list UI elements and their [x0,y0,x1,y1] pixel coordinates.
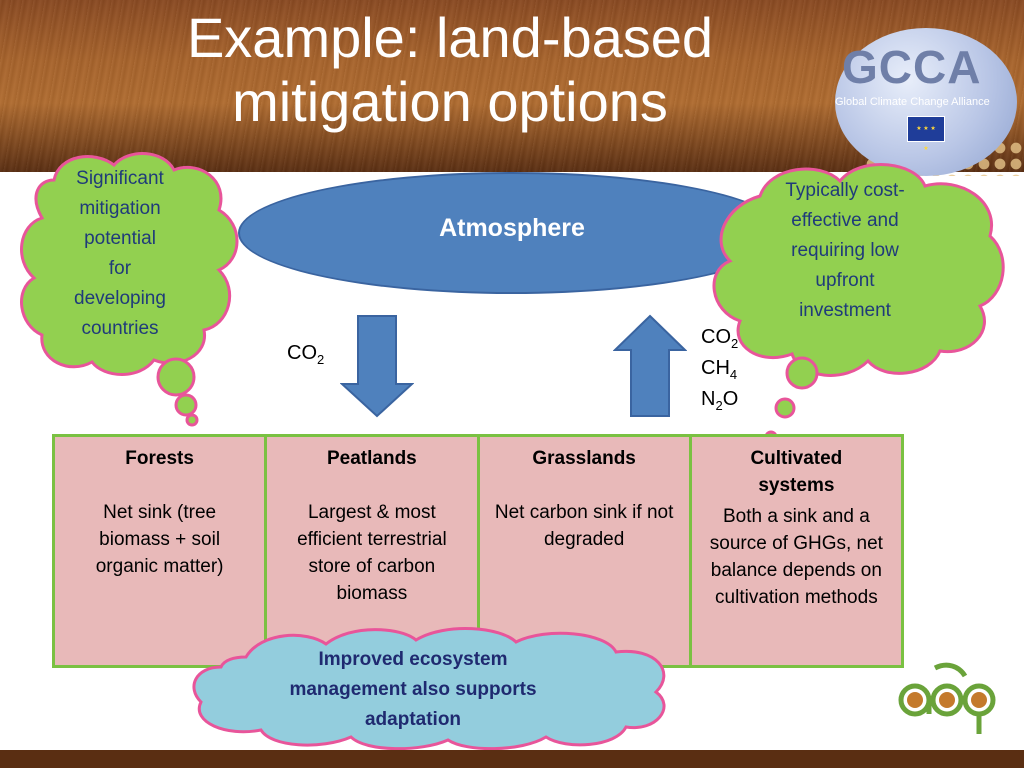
gas-sub: 2 [715,398,723,413]
gas-sub: 2 [317,352,325,367]
table-body: Net sink (tree biomass + soil organic ma… [95,502,224,577]
bottom-cloud-bubble [192,626,666,751]
table-body: Net carbon sink if not degraded [494,502,674,550]
gas-base: CO [701,326,731,348]
gas-base: N [701,388,716,410]
left-bubble-line: developing [74,288,166,309]
title-line-1: Example: land-based [186,6,714,69]
table-heading: Forests [125,448,194,469]
table-heading: Cultivated systems [750,448,843,496]
table-heading: Grasslands [532,448,636,469]
gas-sub: 4 [729,367,738,382]
slide-title: Example: land-based mitigation options [0,6,900,134]
gas-co2: CO2 [701,325,738,356]
left-thought-bubble [20,152,239,427]
left-bubble-line: countries [81,318,159,339]
gas-base: CH [701,357,730,379]
gcca-globe-logo [835,28,1017,176]
gas-ch4: CH4 [701,356,738,387]
gas-base: CO [287,342,317,364]
bottom-cloud-text: Improved ecosystem management also suppo… [244,645,582,735]
right-cloud-shape [712,163,1005,377]
table-cell-forests: Forests Net sink (tree biomass + soil or… [55,437,268,665]
title-line-2: mitigation options [232,70,668,133]
atmosphere-ellipse [238,172,786,294]
right-thought-bubble [712,163,1005,444]
bottom-cloud-shape [192,626,666,751]
right-thought-dot-2 [774,397,796,419]
table-cell-grasslands: Grasslands Net carbon sink if not degrad… [479,437,692,665]
table-cell-cultivated-systems: Cultivated systems Both a sink and a sou… [691,437,901,665]
right-bubble-line: investment [799,300,891,321]
left-thought-dot-1 [156,357,196,397]
gcca-logo-subtitle: Global Climate Change Alliance [835,96,990,108]
land-types-table: Forests Net sink (tree biomass + soil or… [52,434,904,668]
down-gas-label: CO2 [287,341,324,372]
gas-suffix: O [722,388,739,410]
up-gas-labels: CO2 CH4 N2O [701,325,738,418]
left-bubble-line: potential [84,228,156,249]
right-thought-dot-1 [785,356,819,390]
left-bubble-line: Significant [76,168,164,189]
left-thought-dot-3 [185,413,199,427]
acp-logo [898,662,996,734]
eu-flag-icon: ★ ★ ★ ★ [907,116,945,152]
slide-footer-bar [0,750,1024,768]
right-bubble-line: upfront [815,270,875,291]
right-bubble-line: Typically cost- [785,180,905,201]
table-body: Both a sink and a source of GHGs, net ba… [709,506,883,608]
right-bubble-line: effective and [791,210,899,231]
bottom-bubble-line: adaptation [364,709,462,730]
right-bubble-text: Typically cost- effective and requiring … [760,176,930,326]
left-thought-dot-2 [174,393,198,417]
table-body: Largest & most efficient terrestrial sto… [297,502,447,604]
gcca-logo-text: GCCA [842,41,982,93]
table-cell-peatlands: Peatlands Largest & most efficient terre… [267,437,480,665]
table-heading: Peatlands [326,448,417,469]
left-bubble-line: mitigation [79,198,161,219]
bottom-bubble-line: Improved ecosystem [318,649,508,670]
down-arrow [340,315,414,418]
left-bubble-text: Significant mitigation potential for dev… [36,164,204,344]
right-bubble-line: requiring low [791,240,899,261]
gas-n2o: N2O [701,387,738,418]
up-arrow [613,314,687,417]
atmosphere-label: Atmosphere [439,214,585,242]
left-cloud-shape [20,152,239,376]
gas-sub: 2 [731,336,739,351]
left-bubble-line: for [108,258,132,279]
bottom-bubble-line: management also supports [289,679,537,700]
